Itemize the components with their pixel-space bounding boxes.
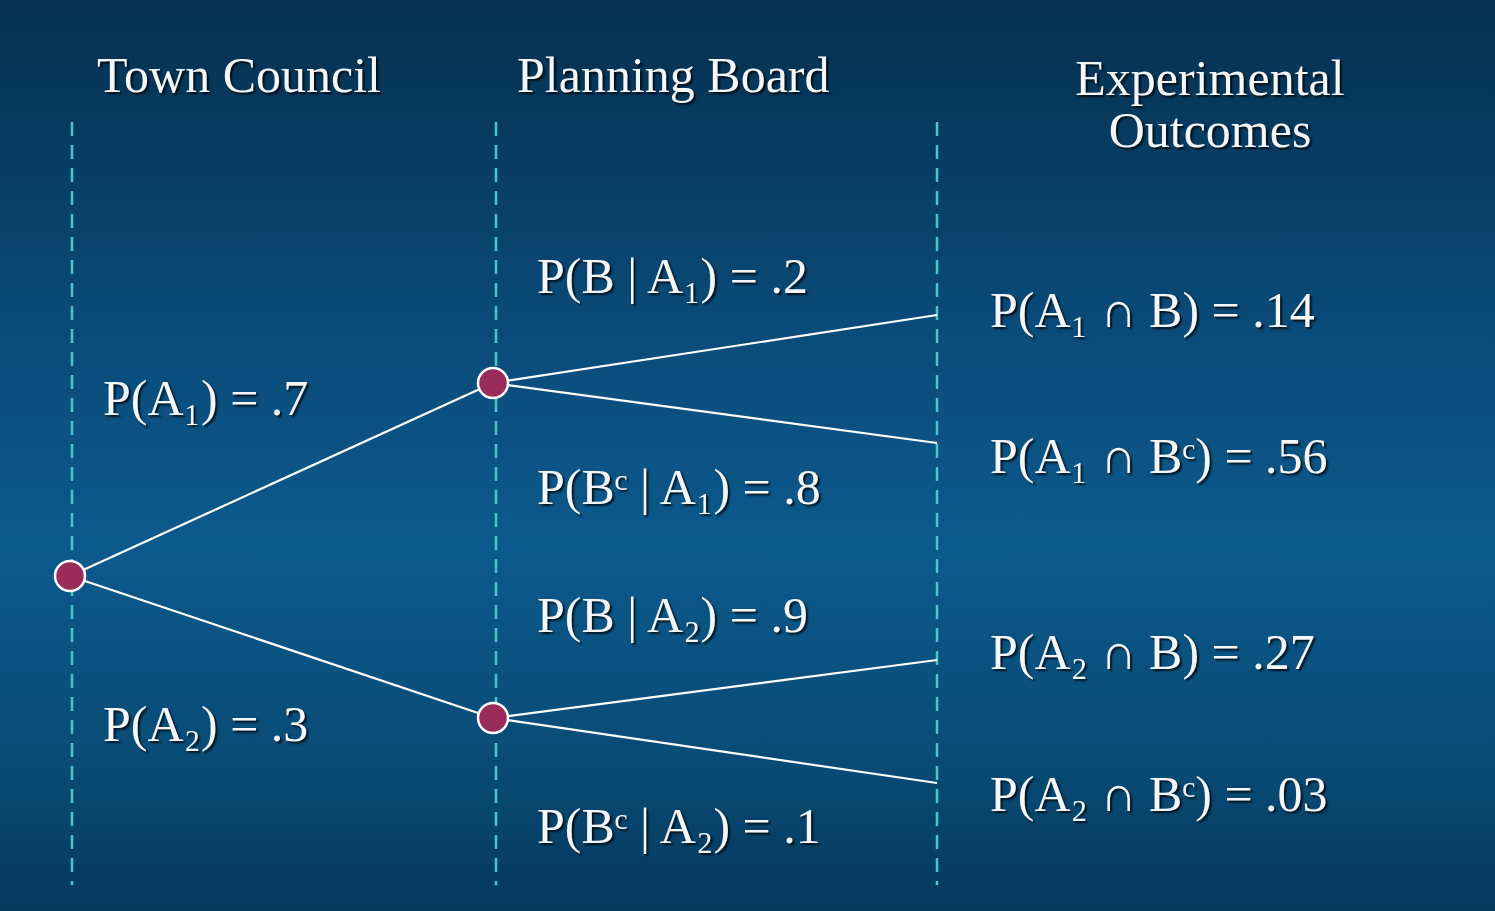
column-divider — [936, 122, 939, 885]
tree-node-dot — [478, 703, 508, 733]
column-heading: Town Council — [97, 49, 381, 102]
tree-branch — [493, 315, 937, 383]
probability-label: P(B | A₂) = .9 — [537, 589, 808, 642]
column-heading: Experimental Outcomes — [1020, 52, 1400, 157]
column-dividers — [72, 122, 937, 885]
outcome-label: P(A₂ ∩ B) = .27 — [990, 626, 1315, 679]
probability-label: P(B | A₁) = .2 — [537, 250, 808, 303]
probability-label: P(A₂) = .3 — [103, 698, 308, 751]
tree-branches — [70, 315, 937, 783]
tree-node-dot — [55, 561, 85, 591]
tree-branch — [493, 660, 937, 718]
column-heading: Planning Board — [517, 49, 829, 102]
tree-branch — [70, 576, 493, 718]
tree-nodes — [55, 368, 508, 733]
probability-label: P(A₁) = .7 — [103, 372, 308, 425]
tree-branch — [493, 718, 937, 783]
column-divider — [495, 122, 498, 885]
outcome-label: P(A₁ ∩ Bᶜ) = .56 — [990, 430, 1328, 483]
probability-label: P(Bᶜ | A₂) = .1 — [537, 800, 821, 853]
probability-label: P(Bᶜ | A₁) = .8 — [537, 461, 821, 514]
outcome-label: P(A₁ ∩ B) = .14 — [990, 284, 1315, 337]
tree-node-dot — [478, 368, 508, 398]
column-divider — [71, 122, 74, 885]
outcome-label: P(A₂ ∩ Bᶜ) = .03 — [990, 768, 1328, 821]
tree-branch — [493, 383, 937, 443]
